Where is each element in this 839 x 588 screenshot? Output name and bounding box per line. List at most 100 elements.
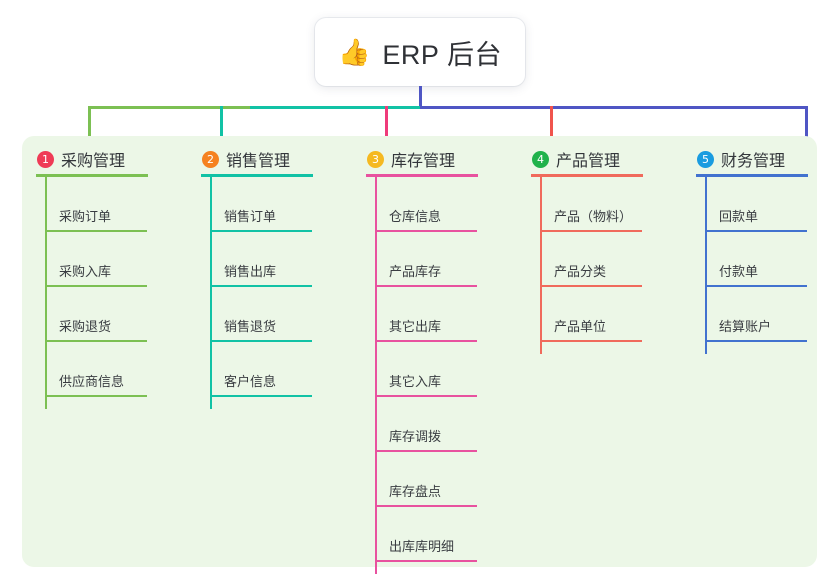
column-item-rule — [705, 230, 807, 232]
column-item[interactable]: 产品库存 — [375, 232, 477, 287]
column-item[interactable]: 销售出库 — [210, 232, 312, 287]
column-item-label: 采购入库 — [59, 264, 112, 279]
column-header-4[interactable]: 4 产品管理 — [528, 146, 620, 172]
column-item-rule — [210, 285, 312, 287]
column-item-rule — [45, 230, 147, 232]
column-header-rule — [696, 174, 808, 177]
column-item-label: 采购订单 — [59, 209, 112, 224]
column-number-badge: 1 — [37, 150, 54, 168]
column-item-rule — [540, 230, 642, 232]
column-item-label: 结算账户 — [719, 319, 772, 334]
column-1: 1 采购管理采购订单采购入库采购退货供应商信息 — [33, 146, 148, 409]
column-item-label: 产品库存 — [389, 264, 442, 279]
column-item-rule — [210, 230, 312, 232]
column-item-rule — [210, 340, 312, 342]
column-item[interactable]: 销售退货 — [210, 287, 312, 342]
drop-line-column-2 — [220, 106, 223, 150]
column-title: 采购管理 — [61, 153, 126, 170]
column-spine-line — [540, 177, 542, 354]
drop-line-column-5 — [805, 106, 808, 150]
column-item[interactable]: 出库库明细 — [375, 507, 477, 562]
bus-segment-green — [88, 106, 250, 109]
column-item-label: 库存调拨 — [389, 429, 442, 444]
column-item[interactable]: 结算账户 — [705, 287, 807, 342]
column-item-label: 采购退货 — [59, 319, 112, 334]
column-item[interactable]: 产品单位 — [540, 287, 642, 342]
column-item-rule — [375, 560, 477, 562]
column-item-label: 产品单位 — [554, 319, 607, 334]
column-item-rule — [375, 450, 477, 452]
column-item[interactable]: 采购入库 — [45, 232, 147, 287]
column-item[interactable]: 其它出库 — [375, 287, 477, 342]
column-header-rule — [36, 174, 148, 177]
column-item[interactable]: 销售订单 — [210, 177, 312, 232]
column-header-3[interactable]: 3 库存管理 — [363, 146, 455, 172]
column-item-rule — [705, 285, 807, 287]
column-item-rule — [540, 340, 642, 342]
column-item-rule — [375, 285, 477, 287]
column-item-rule — [375, 340, 477, 342]
root-node-card[interactable]: 👍 ERP 后台 — [315, 18, 525, 86]
drop-line-column-1 — [88, 106, 91, 150]
column-item-label: 库存盘点 — [389, 484, 442, 499]
column-item-label: 其它入库 — [389, 374, 442, 389]
root-node-title: ERP 后台 — [382, 39, 502, 70]
diagram-panel — [22, 136, 817, 567]
bus-segment-blue — [420, 106, 805, 109]
column-item-label: 回款单 — [719, 209, 759, 224]
column-item[interactable]: 回款单 — [705, 177, 807, 232]
column-item[interactable]: 库存调拨 — [375, 397, 477, 452]
column-title: 财务管理 — [721, 153, 786, 170]
column-item-label: 出库库明细 — [389, 539, 455, 554]
root-stem-line — [419, 86, 422, 109]
column-item[interactable]: 采购退货 — [45, 287, 147, 342]
column-header-rule — [366, 174, 478, 177]
column-item[interactable]: 采购订单 — [45, 177, 147, 232]
column-item[interactable]: 其它入库 — [375, 342, 477, 397]
column-header-rule — [201, 174, 313, 177]
column-item-label: 销售出库 — [224, 264, 277, 279]
drop-line-column-4 — [550, 106, 553, 150]
column-item-label: 产品分类 — [554, 264, 607, 279]
column-header-2[interactable]: 2 销售管理 — [198, 146, 290, 172]
column-item-rule — [45, 395, 147, 397]
column-item-rule — [375, 395, 477, 397]
column-item[interactable]: 库存盘点 — [375, 452, 477, 507]
column-item-label: 销售退货 — [224, 319, 277, 334]
column-3: 3 库存管理仓库信息产品库存其它出库其它入库库存调拨库存盘点出库库明细 — [363, 146, 478, 574]
thumbs-up-icon: 👍 — [338, 37, 371, 67]
column-title: 销售管理 — [226, 153, 291, 170]
column-number-badge: 5 — [697, 150, 714, 168]
column-header-5[interactable]: 5 财务管理 — [693, 146, 785, 172]
column-header-1[interactable]: 1 采购管理 — [33, 146, 125, 172]
column-title: 产品管理 — [556, 153, 621, 170]
column-4: 4 产品管理产品（物料） 产品分类产品单位 — [528, 146, 643, 354]
bus-segment-teal — [250, 106, 420, 109]
column-spine-line — [375, 177, 377, 574]
column-number-badge: 2 — [202, 150, 219, 168]
column-item-label: 付款单 — [719, 264, 759, 279]
column-2: 2 销售管理销售订单销售出库销售退货客户信息 — [198, 146, 313, 409]
column-item[interactable]: 产品分类 — [540, 232, 642, 287]
column-item-rule — [705, 340, 807, 342]
column-spine-line — [210, 177, 212, 409]
drop-line-column-3 — [385, 106, 388, 150]
column-item[interactable]: 仓库信息 — [375, 177, 477, 232]
column-header-rule — [531, 174, 643, 177]
column-item[interactable]: 客户信息 — [210, 342, 312, 397]
column-title: 库存管理 — [391, 153, 456, 170]
column-number-badge: 4 — [532, 150, 549, 168]
column-spine-line — [705, 177, 707, 354]
column-item-label: 销售订单 — [224, 209, 277, 224]
column-item-rule — [540, 285, 642, 287]
column-item-label: 仓库信息 — [389, 209, 442, 224]
column-item-rule — [375, 230, 477, 232]
column-item[interactable]: 付款单 — [705, 232, 807, 287]
column-number-badge: 3 — [367, 150, 384, 168]
column-item[interactable]: 产品（物料） — [540, 177, 642, 232]
column-item-rule — [375, 505, 477, 507]
column-item-label: 产品（物料） — [554, 209, 633, 224]
column-item-rule — [210, 395, 312, 397]
column-item[interactable]: 供应商信息 — [45, 342, 147, 397]
